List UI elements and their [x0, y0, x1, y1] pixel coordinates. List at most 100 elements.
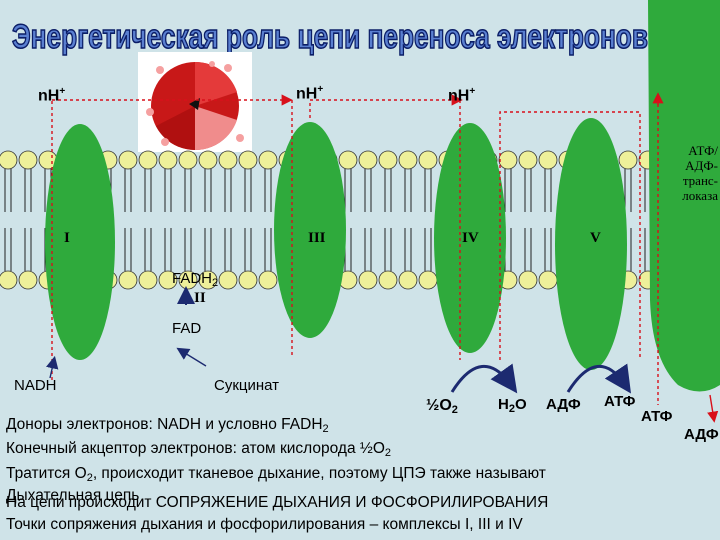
- translocase-shape: [646, 0, 720, 392]
- lipid-tail: [384, 169, 392, 212]
- complex-iii-shape: [274, 122, 346, 338]
- lipid-tail: [4, 169, 12, 212]
- lipid-tail: [144, 228, 152, 271]
- lipid-head: [18, 150, 38, 170]
- lipid-head: [198, 270, 218, 290]
- succinate-arrow: [176, 347, 207, 367]
- lipid-tail: [364, 169, 372, 212]
- lipid-tail: [544, 169, 552, 212]
- lipid-head: [418, 270, 438, 290]
- lipid-head: [0, 150, 18, 170]
- lipid-tail: [404, 169, 412, 212]
- lipid-head: [538, 150, 558, 170]
- note-resp-chain: Дыхательная цепь: [6, 487, 140, 504]
- lipid-tail: [504, 169, 512, 212]
- lipid-head: [358, 150, 378, 170]
- lipid-tail: [24, 169, 32, 212]
- atp-label: АТФ: [604, 393, 636, 410]
- lipid-tail: [424, 228, 432, 271]
- proton-label-1: nH+: [38, 86, 66, 105]
- lipid-tail: [144, 169, 152, 212]
- lipid-head: [618, 150, 638, 170]
- lipid-tail: [184, 228, 192, 271]
- translocase-line-3: транс-: [682, 173, 718, 188]
- lipid-head: [118, 270, 138, 290]
- lipid-tail: [404, 228, 412, 271]
- lipid-head: [518, 150, 538, 170]
- complex-v-label: V: [590, 230, 601, 246]
- proton-label-3: nH+: [448, 86, 476, 105]
- note-points: Точки сопряжения дыхания и фосфорилирова…: [6, 516, 523, 533]
- lipid-tail: [624, 169, 632, 212]
- water-label: H2O: [498, 396, 527, 415]
- lipid-tail: [244, 228, 252, 271]
- lipid-tail: [544, 228, 552, 271]
- atp-right-label: АТФ: [641, 408, 673, 425]
- complex-v-shape: [555, 118, 627, 370]
- fadh2-label: FADH2: [172, 270, 219, 289]
- lipid-head: [238, 270, 258, 290]
- note-consumption: Тратится O2, происходит тканевое дыхание…: [6, 465, 546, 484]
- lipid-head: [258, 270, 278, 290]
- lipid-tail: [204, 169, 212, 212]
- translocase-line-1: АТФ/: [688, 143, 718, 158]
- lipid-head: [178, 150, 198, 170]
- complex-iv-label: IV: [462, 230, 479, 246]
- fad-label: FAD: [172, 320, 202, 337]
- lipid-head: [378, 150, 398, 170]
- lipid-tail: [184, 169, 192, 212]
- lipid-tail: [4, 228, 12, 271]
- lipid-tail: [384, 228, 392, 271]
- oxygen-to-water-arrow: [450, 363, 518, 394]
- lipid-head: [218, 270, 238, 290]
- lipid-head: [218, 150, 238, 170]
- lipid-head: [338, 150, 358, 170]
- translocase-line-2: АДФ-: [685, 158, 718, 173]
- adp-to-atp-arrow: [566, 363, 631, 394]
- lipid-head: [258, 150, 278, 170]
- lipid-head: [158, 150, 178, 170]
- adp-right-label: АДФ: [684, 426, 719, 443]
- lipid-tail: [424, 169, 432, 212]
- half-oxygen-label: ½O2: [426, 397, 458, 416]
- complex-iii-label: III: [308, 230, 326, 246]
- nadh-arrow: [46, 355, 59, 379]
- lipid-head: [158, 270, 178, 290]
- lipid-head: [538, 270, 558, 290]
- lipid-head: [398, 150, 418, 170]
- succinate-label: Сукцинат: [214, 377, 280, 394]
- lipid-tail: [264, 228, 272, 271]
- complex-ii-label: II: [194, 290, 206, 306]
- translocase-arrow-down: [707, 394, 719, 423]
- lipid-head: [358, 270, 378, 290]
- lipid-tail: [164, 169, 172, 212]
- lipid-head: [398, 270, 418, 290]
- lipid-head: [518, 270, 538, 290]
- lipid-tail: [124, 228, 132, 271]
- lipid-tail: [164, 228, 172, 271]
- note-donors: Доноры электронов: NADH и условно FADH2: [6, 416, 329, 435]
- lipid-head: [378, 270, 398, 290]
- lipid-tail: [24, 228, 32, 271]
- lipid-head: [198, 150, 218, 170]
- lipid-head: [418, 150, 438, 170]
- lipid-tail: [224, 169, 232, 212]
- lipid-tail: [264, 169, 272, 212]
- translocase-line-4: локаза: [682, 188, 718, 203]
- adp-label: АДФ: [546, 396, 581, 413]
- note-coupling: На цепи происходит СОПРЯЖЕНИЕ ДЫХАНИЯ И …: [6, 494, 549, 511]
- nadh-label: NADH: [14, 377, 57, 394]
- lipid-tail: [224, 228, 232, 271]
- proton-label-2: nH+: [296, 84, 324, 103]
- proton-pathways: [51, 98, 659, 405]
- lipid-tail: [124, 169, 132, 212]
- lipid-head: [18, 270, 38, 290]
- lipid-head: [138, 150, 158, 170]
- lipid-head: [498, 150, 518, 170]
- lipid-head: [0, 270, 18, 290]
- note-acceptor: Конечный акцептор электронов: атом кисло…: [6, 440, 391, 459]
- lipid-head: [238, 150, 258, 170]
- complex-iv-shape: [434, 123, 506, 353]
- lipid-head: [118, 150, 138, 170]
